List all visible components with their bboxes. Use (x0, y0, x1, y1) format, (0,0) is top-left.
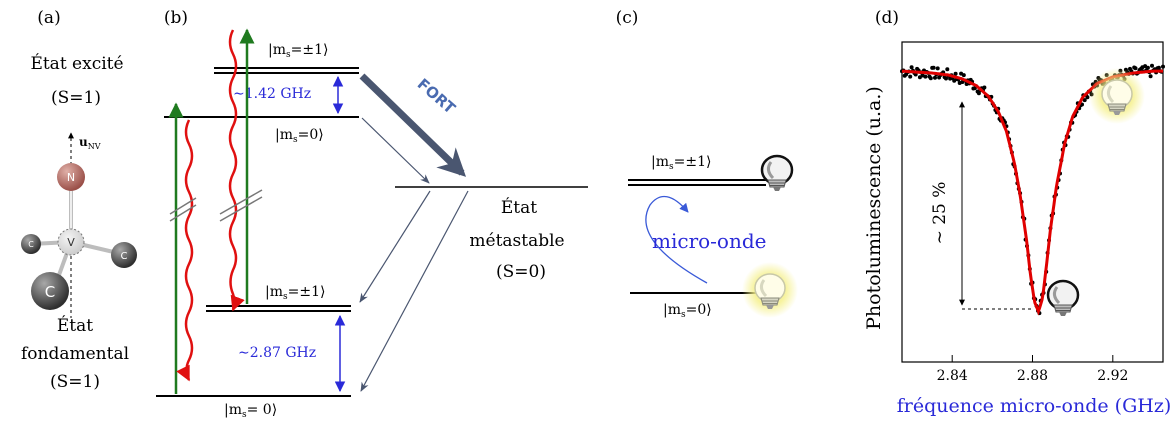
decay-arrow-pm1 (359, 190, 431, 303)
metastable-label-2: métastable (469, 231, 564, 251)
panel-c: |ms=±1⟩ |ms=0⟩ micro-onde (628, 154, 800, 320)
x-axis-label: fréquence micro-onde (GHz) (897, 395, 1172, 417)
excited-splitting-label: ∼1.42 GHz (233, 86, 311, 102)
panel-a: État excité (S=1) uNV N V C C C État fon… (21, 53, 137, 392)
carbon-atom-2 (111, 242, 137, 268)
panel-label-c: (c) (616, 8, 639, 28)
carbon-atom-3 (31, 272, 69, 310)
x-tick-label: 2.84 (937, 368, 968, 384)
panel-d: 2.84 2.88 2.92 ∼ 25 % Photoluminescence (u… (863, 41, 1172, 417)
data-point (1161, 64, 1165, 69)
unv-label: uNV (79, 135, 101, 151)
x-tick-label: 2.88 (1017, 368, 1048, 384)
data-point (908, 74, 913, 79)
data-point (933, 75, 937, 80)
bulb-dark-icon (760, 154, 794, 193)
contrast-label: ∼ 25 % (930, 182, 950, 245)
y-axis-label: Photoluminescence (u.a.) (863, 86, 885, 330)
panel-label-b: (b) (164, 8, 188, 28)
data-point (944, 76, 948, 81)
excited-zero-label: |ms=0⟩ (275, 127, 324, 145)
panel-b: |ms=±1⟩ |ms=0⟩ ∼1.42 GHz |ms=±1⟩ |ms= 0⟩… (156, 28, 588, 420)
data-point (909, 65, 914, 70)
excited-state-spin: (S=1) (51, 88, 101, 108)
data-point (931, 65, 936, 70)
break-mark-2a (219, 189, 263, 215)
data-point (1085, 95, 1090, 100)
fort-label: FORT (414, 75, 460, 118)
microwave-arrow (645, 195, 708, 284)
c-zero-label: |ms=0⟩ (663, 302, 712, 320)
metastable-label-1: État (501, 197, 537, 218)
fort-isc-arrow (359, 73, 467, 177)
data-point (976, 91, 981, 96)
data-point (1156, 65, 1161, 70)
decay-arrow-0 (360, 190, 469, 392)
data-point (928, 76, 933, 81)
red-emission-arrow-0 (176, 119, 194, 382)
nitrogen-atom-label: N (67, 171, 75, 184)
x-ticks: 2.84 2.88 2.92 (937, 355, 1128, 384)
break-mark-1b (169, 204, 197, 222)
ground-state-title-1: État (57, 315, 93, 336)
vacancy-site (57, 228, 85, 256)
vacancy-label: V (67, 236, 75, 249)
carbon-atom-1-label: C (28, 240, 34, 249)
data-point (982, 85, 987, 90)
excited-state-title: État excité (30, 53, 123, 74)
data-point (923, 74, 928, 79)
weak-isc-arrow (361, 117, 430, 184)
ground-splitting-label: ∼2.87 GHz (238, 345, 316, 361)
carbon-atom-2-label: C (121, 251, 128, 262)
data-point (953, 71, 958, 76)
break-mark-1a (169, 197, 197, 215)
excited-pm1-label: |ms=±1⟩ (268, 42, 328, 60)
x-tick-label: 2.92 (1097, 368, 1128, 384)
ground-state-title-2: fondamental (21, 344, 129, 364)
red-emission-arrow-pm1 (228, 29, 245, 312)
bulb-lit-plot-icon (1087, 66, 1147, 126)
data-point (1150, 63, 1154, 68)
data-point (945, 67, 950, 72)
break-mark-2b (219, 196, 263, 222)
bulb-dark-plot-icon (1046, 279, 1080, 318)
bulb-lit-icon (740, 260, 800, 320)
ground-zero-label: |ms= 0⟩ (224, 402, 277, 420)
microwave-label: micro-onde (652, 229, 766, 253)
data-point (1082, 98, 1087, 103)
data-point (1133, 66, 1138, 71)
nitrogen-atom (57, 163, 85, 191)
data-point (961, 73, 966, 78)
ground-pm1-label: |ms=±1⟩ (265, 284, 325, 302)
ground-state-spin: (S=1) (50, 372, 100, 392)
carbon-atom-1 (21, 234, 41, 254)
data-point (935, 66, 940, 71)
c-pm1-label: |ms=±1⟩ (651, 154, 711, 172)
data-point (1148, 74, 1153, 79)
panel-label-d: (d) (875, 8, 899, 28)
data-point (1145, 65, 1150, 70)
panel-label-a: (a) (37, 8, 60, 28)
carbon-atom-3-label: C (45, 283, 55, 301)
metastable-label-3: (S=0) (496, 262, 546, 282)
